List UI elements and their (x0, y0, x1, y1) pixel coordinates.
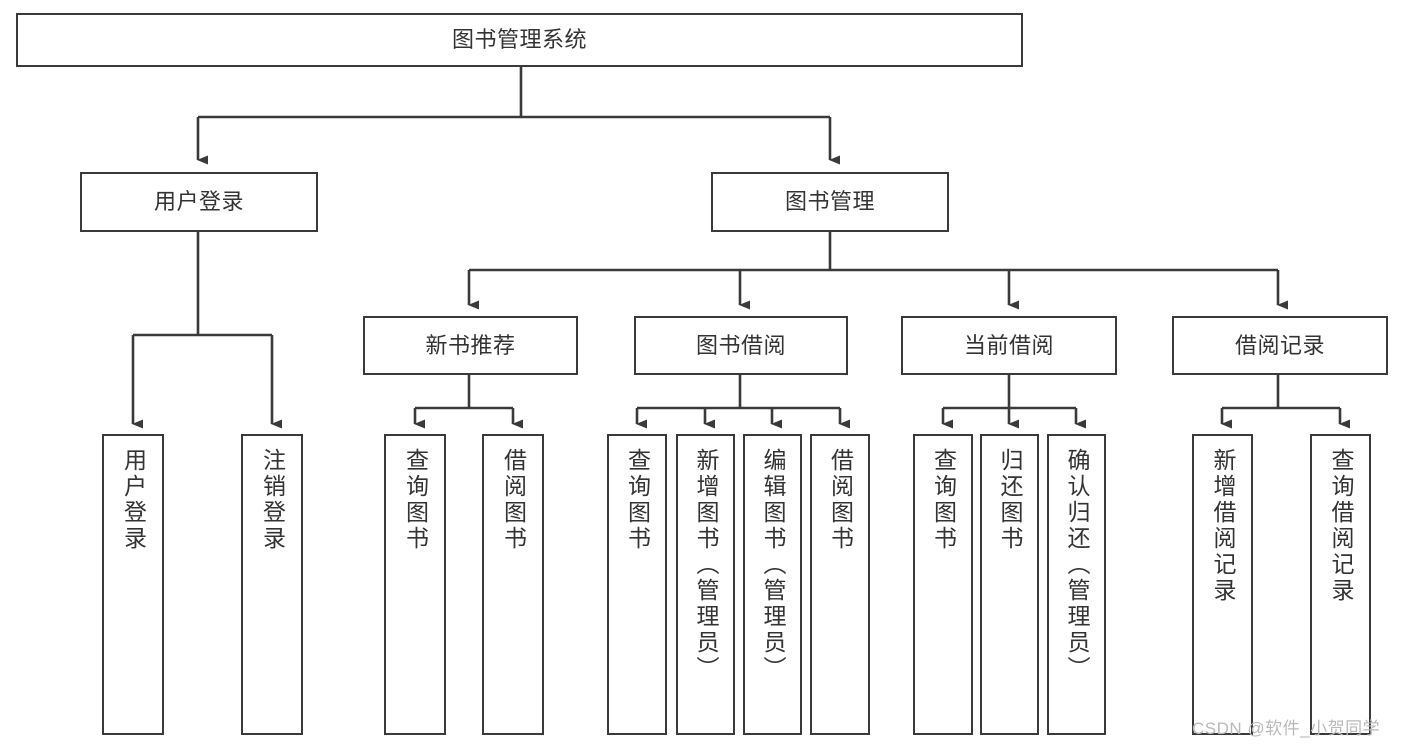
node-leaf-add-book-label: 新增图书（管理员） (693, 448, 719, 682)
node-leaf-confirm-return[interactable]: 确认归还（管理员） (1047, 434, 1106, 735)
node-leaf-user-login[interactable]: 用户登录 (102, 434, 164, 735)
node-leaf-edit-book-label: 编辑图书（管理员） (760, 448, 786, 682)
node-user-login-label: 用户登录 (153, 189, 244, 215)
node-leaf-edit-book[interactable]: 编辑图书（管理员） (743, 434, 802, 735)
node-leaf-query-book-3-label: 查询图书 (930, 448, 957, 552)
node-leaf-query-book-2-label: 查询图书 (624, 448, 651, 552)
node-leaf-borrow-book-2-label: 借阅图书 (827, 448, 854, 552)
node-leaf-add-record[interactable]: 新增借阅记录 (1192, 434, 1253, 735)
node-root-label: 图书管理系统 (451, 27, 587, 53)
node-book-borrow[interactable]: 图书借阅 (634, 316, 848, 375)
node-leaf-logout[interactable]: 注销登录 (241, 434, 303, 735)
node-book-manage[interactable]: 图书管理 (711, 172, 949, 232)
node-leaf-user-login-label: 用户登录 (120, 448, 147, 552)
node-leaf-query-book-1-label: 查询图书 (402, 448, 429, 552)
node-leaf-query-book-2[interactable]: 查询图书 (607, 434, 667, 735)
node-leaf-return-book[interactable]: 归还图书 (980, 434, 1039, 735)
node-new-book-recommend-label: 新书推荐 (425, 332, 516, 358)
node-leaf-query-record-label: 查询借阅记录 (1328, 448, 1354, 604)
node-current-borrow-label: 当前借阅 (963, 332, 1054, 358)
node-current-borrow[interactable]: 当前借阅 (901, 316, 1117, 375)
node-leaf-query-book-3[interactable]: 查询图书 (913, 434, 973, 735)
node-leaf-add-record-label: 新增借阅记录 (1210, 448, 1236, 604)
node-leaf-return-book-label: 归还图书 (997, 448, 1023, 552)
node-leaf-borrow-book-2[interactable]: 借阅图书 (810, 434, 870, 735)
node-leaf-query-record[interactable]: 查询借阅记录 (1310, 434, 1371, 735)
node-book-borrow-label: 图书借阅 (695, 332, 786, 358)
node-leaf-confirm-return-label: 确认归还（管理员） (1064, 448, 1090, 682)
csdn-watermark: CSDN @软件_小贺同学 (1192, 719, 1381, 738)
node-user-login[interactable]: 用户登录 (80, 172, 318, 232)
node-leaf-add-book[interactable]: 新增图书（管理员） (676, 434, 735, 735)
node-leaf-borrow-book-1[interactable]: 借阅图书 (482, 434, 544, 735)
node-new-book-recommend[interactable]: 新书推荐 (363, 316, 578, 375)
node-root[interactable]: 图书管理系统 (16, 13, 1023, 67)
node-leaf-borrow-book-1-label: 借阅图书 (500, 448, 527, 552)
node-leaf-query-book-1[interactable]: 查询图书 (384, 434, 446, 735)
node-leaf-logout-label: 注销登录 (259, 448, 286, 552)
node-book-manage-label: 图书管理 (784, 189, 875, 215)
node-borrow-record-label: 借阅记录 (1234, 332, 1325, 358)
node-borrow-record[interactable]: 借阅记录 (1172, 316, 1388, 375)
